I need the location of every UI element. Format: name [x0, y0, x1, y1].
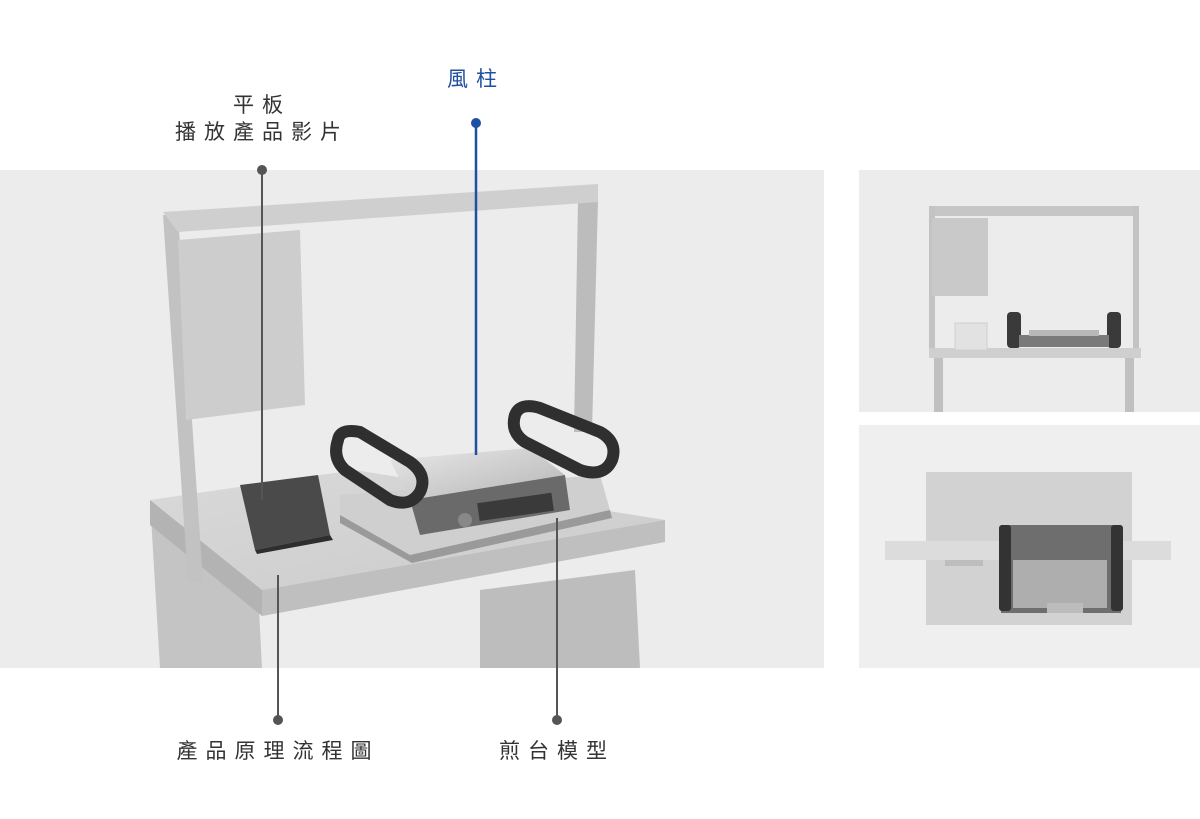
desk-front-edge — [262, 520, 665, 616]
callout-label-grill-model: 煎台模型 — [499, 739, 615, 763]
tablet-label-line2: 播放產品影片 — [175, 120, 349, 145]
grill-handle-right — [507, 400, 620, 479]
desk-right-leg — [480, 570, 640, 668]
main-render-panel — [0, 170, 824, 668]
callout-label-tablet: 平板 播放產品影片 — [175, 92, 349, 147]
booth-perspective-render — [150, 184, 665, 668]
frame-left-post — [163, 215, 203, 582]
grill-plate — [390, 448, 565, 500]
callout-label-flow-chart: 產品原理流程圖 — [176, 739, 380, 763]
booth-front-view-render — [929, 206, 1141, 412]
top-view-panel — [859, 425, 1200, 668]
frame-top-beam — [163, 184, 598, 232]
desk-left-edge — [150, 500, 262, 616]
hanging-board — [178, 230, 305, 420]
callout-label-fan: 風柱 — [447, 67, 505, 91]
front-view-panel — [859, 170, 1200, 412]
grill-handle-left — [330, 425, 429, 509]
frame-right-post — [574, 200, 598, 432]
booth-top-view-render — [885, 472, 1171, 625]
tablet-label-line1: 平板 — [233, 93, 291, 117]
